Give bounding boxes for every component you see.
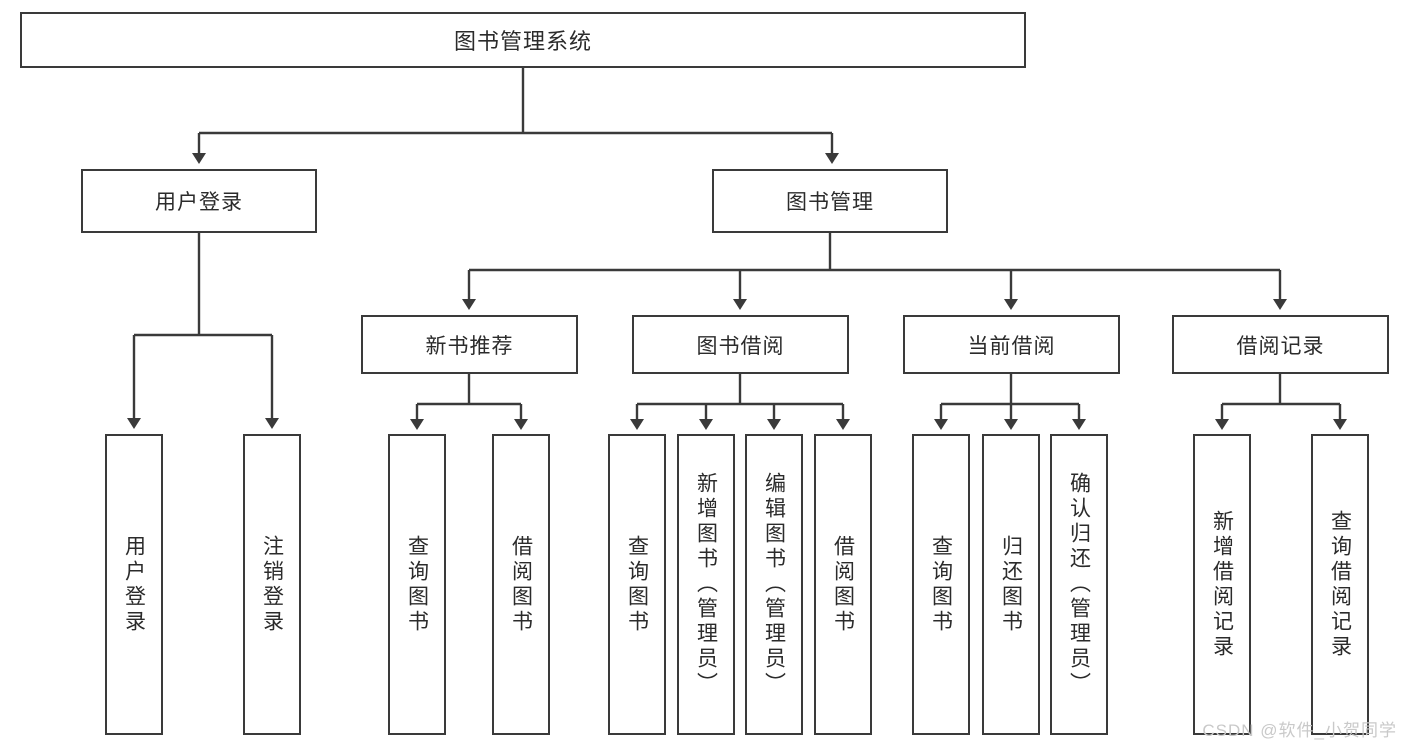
leaf-book-borrow-edit-book-admin[interactable]: 编辑图书（管理员） bbox=[745, 434, 803, 735]
leaf-current-borrow-query-book[interactable]: 查询图书 bbox=[912, 434, 970, 735]
node-borrow-record[interactable]: 借阅记录 bbox=[1172, 315, 1389, 374]
leaf-new-book-query-book[interactable]: 查询图书 bbox=[388, 434, 446, 735]
node-current-borrow[interactable]: 当前借阅 bbox=[903, 315, 1120, 374]
leaf-book-borrow-query-book[interactable]: 查询图书 bbox=[608, 434, 666, 735]
leaf-borrow-record-query-record[interactable]: 查询借阅记录 bbox=[1311, 434, 1369, 735]
node-user-login[interactable]: 用户登录 bbox=[81, 169, 317, 233]
node-root-book-management-system[interactable]: 图书管理系统 bbox=[20, 12, 1026, 68]
watermark-text: CSDN @软件_小贺同学 bbox=[1202, 721, 1397, 740]
leaf-book-borrow-borrow-book[interactable]: 借阅图书 bbox=[814, 434, 872, 735]
leaf-new-book-borrow-book[interactable]: 借阅图书 bbox=[492, 434, 550, 735]
leaf-borrow-record-add-record[interactable]: 新增借阅记录 bbox=[1193, 434, 1251, 735]
leaf-current-borrow-return-book[interactable]: 归还图书 bbox=[982, 434, 1040, 735]
leaf-current-borrow-confirm-return-admin[interactable]: 确认归还（管理员） bbox=[1050, 434, 1108, 735]
leaf-user-login-signout[interactable]: 注销登录 bbox=[243, 434, 301, 735]
node-book-management[interactable]: 图书管理 bbox=[712, 169, 948, 233]
leaf-user-login-signin[interactable]: 用户登录 bbox=[105, 434, 163, 735]
node-book-borrow[interactable]: 图书借阅 bbox=[632, 315, 849, 374]
leaf-book-borrow-add-book-admin[interactable]: 新增图书（管理员） bbox=[677, 434, 735, 735]
node-new-book-recommend[interactable]: 新书推荐 bbox=[361, 315, 578, 374]
